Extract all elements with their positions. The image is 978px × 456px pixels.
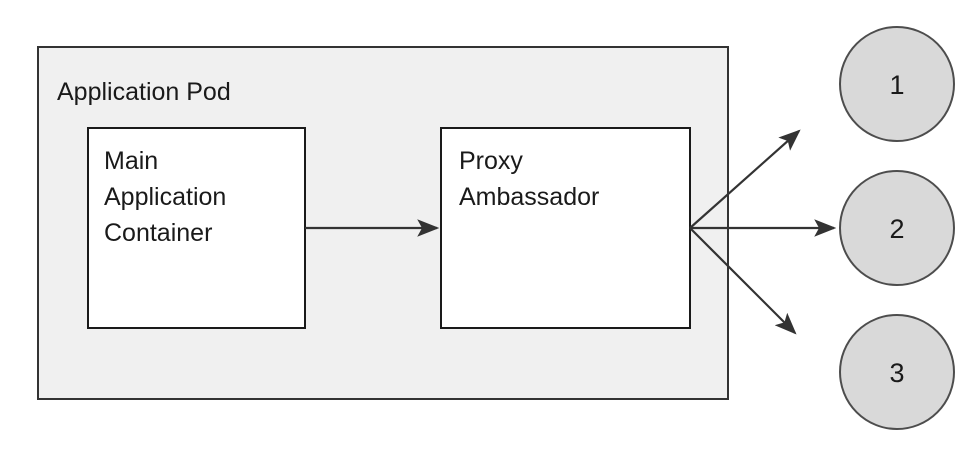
proxy-ambassador-container: Proxy Ambassador (440, 127, 691, 329)
service-1-circle (839, 26, 955, 142)
service-3-label: 3 (889, 358, 904, 388)
main-application-container-line-2: Application (104, 183, 226, 211)
proxy-ambassador-line-2: Ambassador (459, 183, 599, 211)
service-1-node: 1 (839, 26, 955, 142)
proxy-ambassador-container-rect (440, 127, 691, 329)
main-application-container-line-1: Main (104, 147, 158, 175)
service-2-circle (839, 170, 955, 286)
main-application-container-rect (87, 127, 306, 329)
proxy-ambassador-line-1: Proxy (459, 147, 523, 175)
main-application-container: Main Application Container (87, 127, 306, 329)
proxy-to-service-1-arrow (689, 129, 801, 229)
service-3-node: 3 (839, 314, 955, 430)
main-application-container-line-3: Container (104, 219, 212, 247)
service-2-label: 2 (889, 214, 904, 244)
service-2-node: 2 (839, 170, 955, 286)
service-3-circle (839, 314, 955, 430)
application-pod-label: Application Pod (57, 78, 231, 106)
service-1-label: 1 (889, 70, 904, 100)
proxy-to-service-3-arrow (689, 227, 797, 335)
